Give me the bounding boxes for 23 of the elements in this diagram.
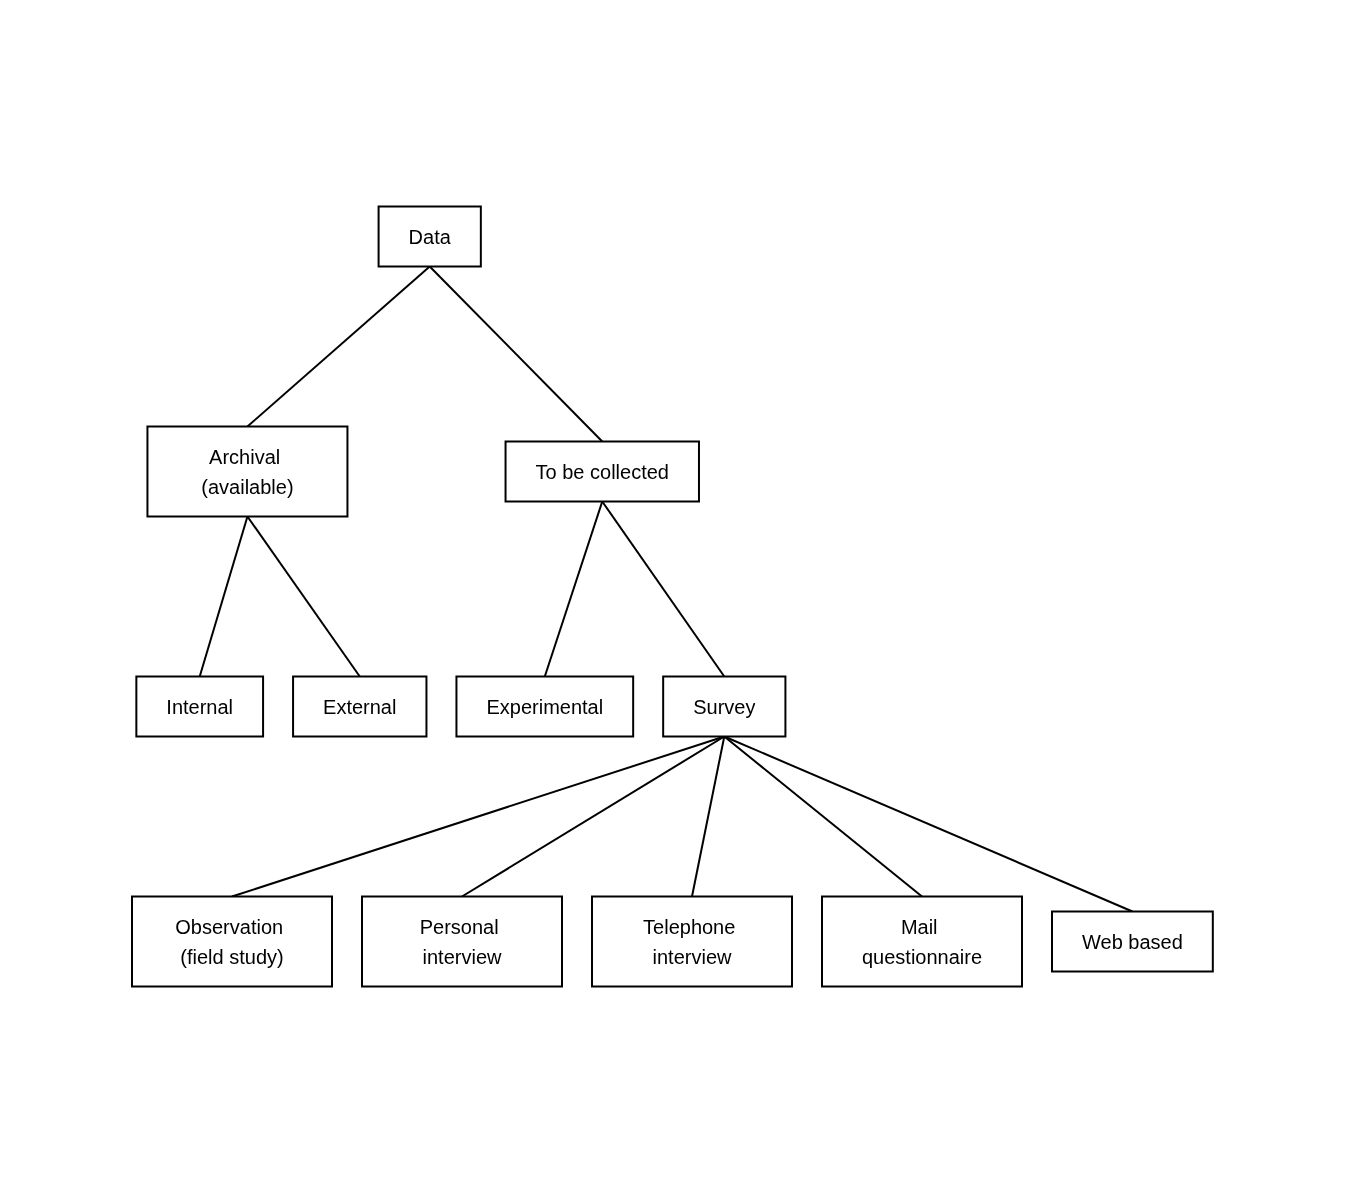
node-box: Experimental (455, 675, 635, 738)
connector (428, 265, 604, 443)
node-box: Internal (135, 675, 265, 738)
connector (723, 735, 924, 898)
node-box: Data (377, 205, 482, 268)
connector (723, 735, 1134, 913)
connector (231, 735, 726, 898)
node-box: Mail questionnaire (821, 895, 1024, 988)
node-box: Observation (field study) (131, 895, 334, 988)
node-box: To be collected (504, 440, 701, 503)
node-box: Archival (available) (146, 425, 349, 518)
node-box: Personal interview (361, 895, 564, 988)
node-box: External (292, 675, 428, 738)
connector (601, 500, 726, 678)
connector (198, 515, 249, 678)
connector (246, 265, 431, 428)
node-box: Survey (662, 675, 787, 738)
connector (246, 515, 361, 678)
node-box: Web based (1051, 910, 1214, 973)
connector (543, 500, 604, 678)
connector (461, 735, 726, 898)
connector (691, 735, 726, 898)
node-box: Telephone interview (591, 895, 794, 988)
